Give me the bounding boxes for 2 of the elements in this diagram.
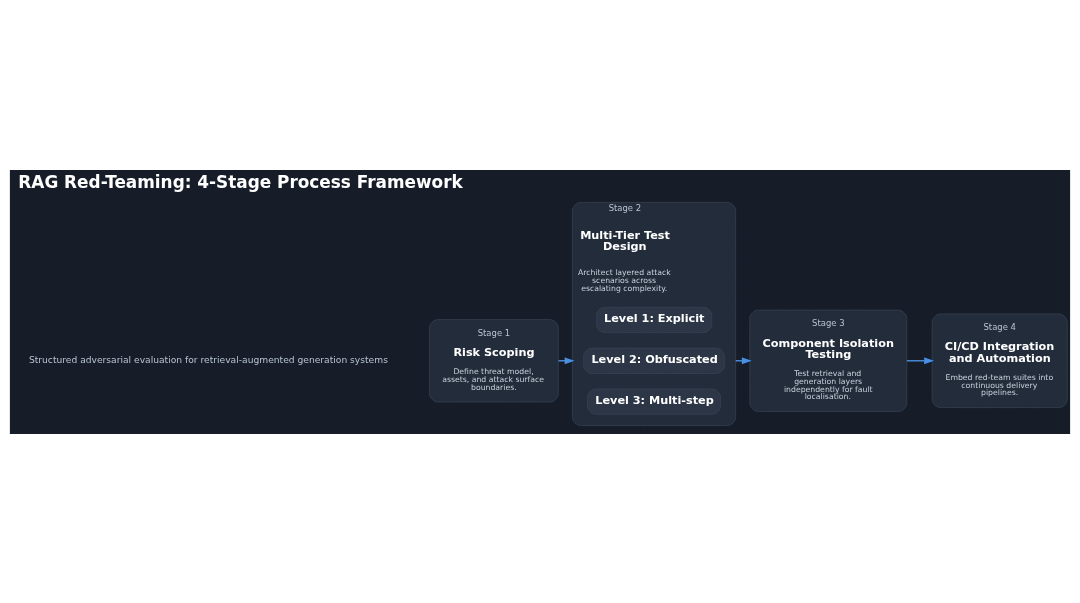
label: Structured adversarial evaluation for retrieval-augmented generation systems — [28, 354, 388, 365]
diagram-title: RAG Red-Teaming: 4-Stage Process Framework — [18, 171, 463, 192]
